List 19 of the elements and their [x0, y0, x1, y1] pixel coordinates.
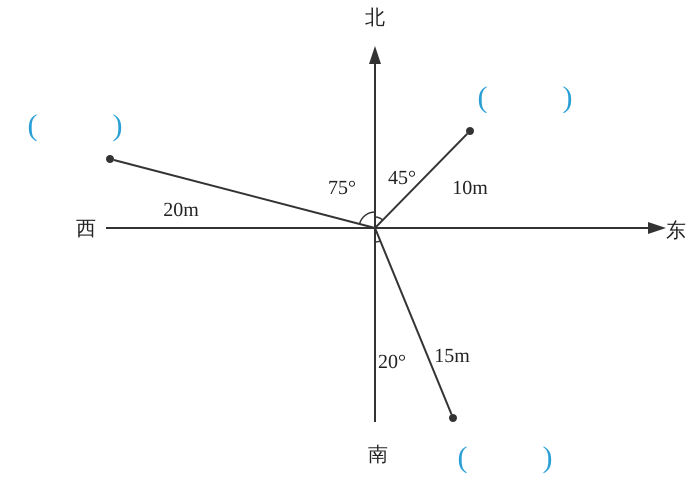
line-segment — [375, 133, 468, 228]
answer-blank: ( ) — [458, 443, 552, 473]
end-point-dot — [106, 155, 114, 163]
end-point-dot — [449, 414, 457, 422]
direction-label: 东 — [666, 221, 686, 241]
answer-blank: ( ) — [28, 111, 122, 141]
distance-label: 15m — [434, 346, 470, 366]
angle-label: 75° — [328, 178, 356, 198]
line-segment — [374, 229, 452, 415]
direction-label: 南 — [368, 445, 388, 465]
direction-label: 北 — [365, 8, 385, 28]
line-segment — [114, 159, 374, 229]
angle-label: 20° — [378, 352, 406, 372]
angle-label: 45° — [388, 168, 416, 188]
distance-label: 20m — [163, 200, 199, 220]
distance-label: 10m — [452, 178, 488, 198]
direction-label: 西 — [76, 219, 96, 239]
answer-blank: ( ) — [478, 83, 572, 113]
end-point-dot — [466, 127, 474, 135]
